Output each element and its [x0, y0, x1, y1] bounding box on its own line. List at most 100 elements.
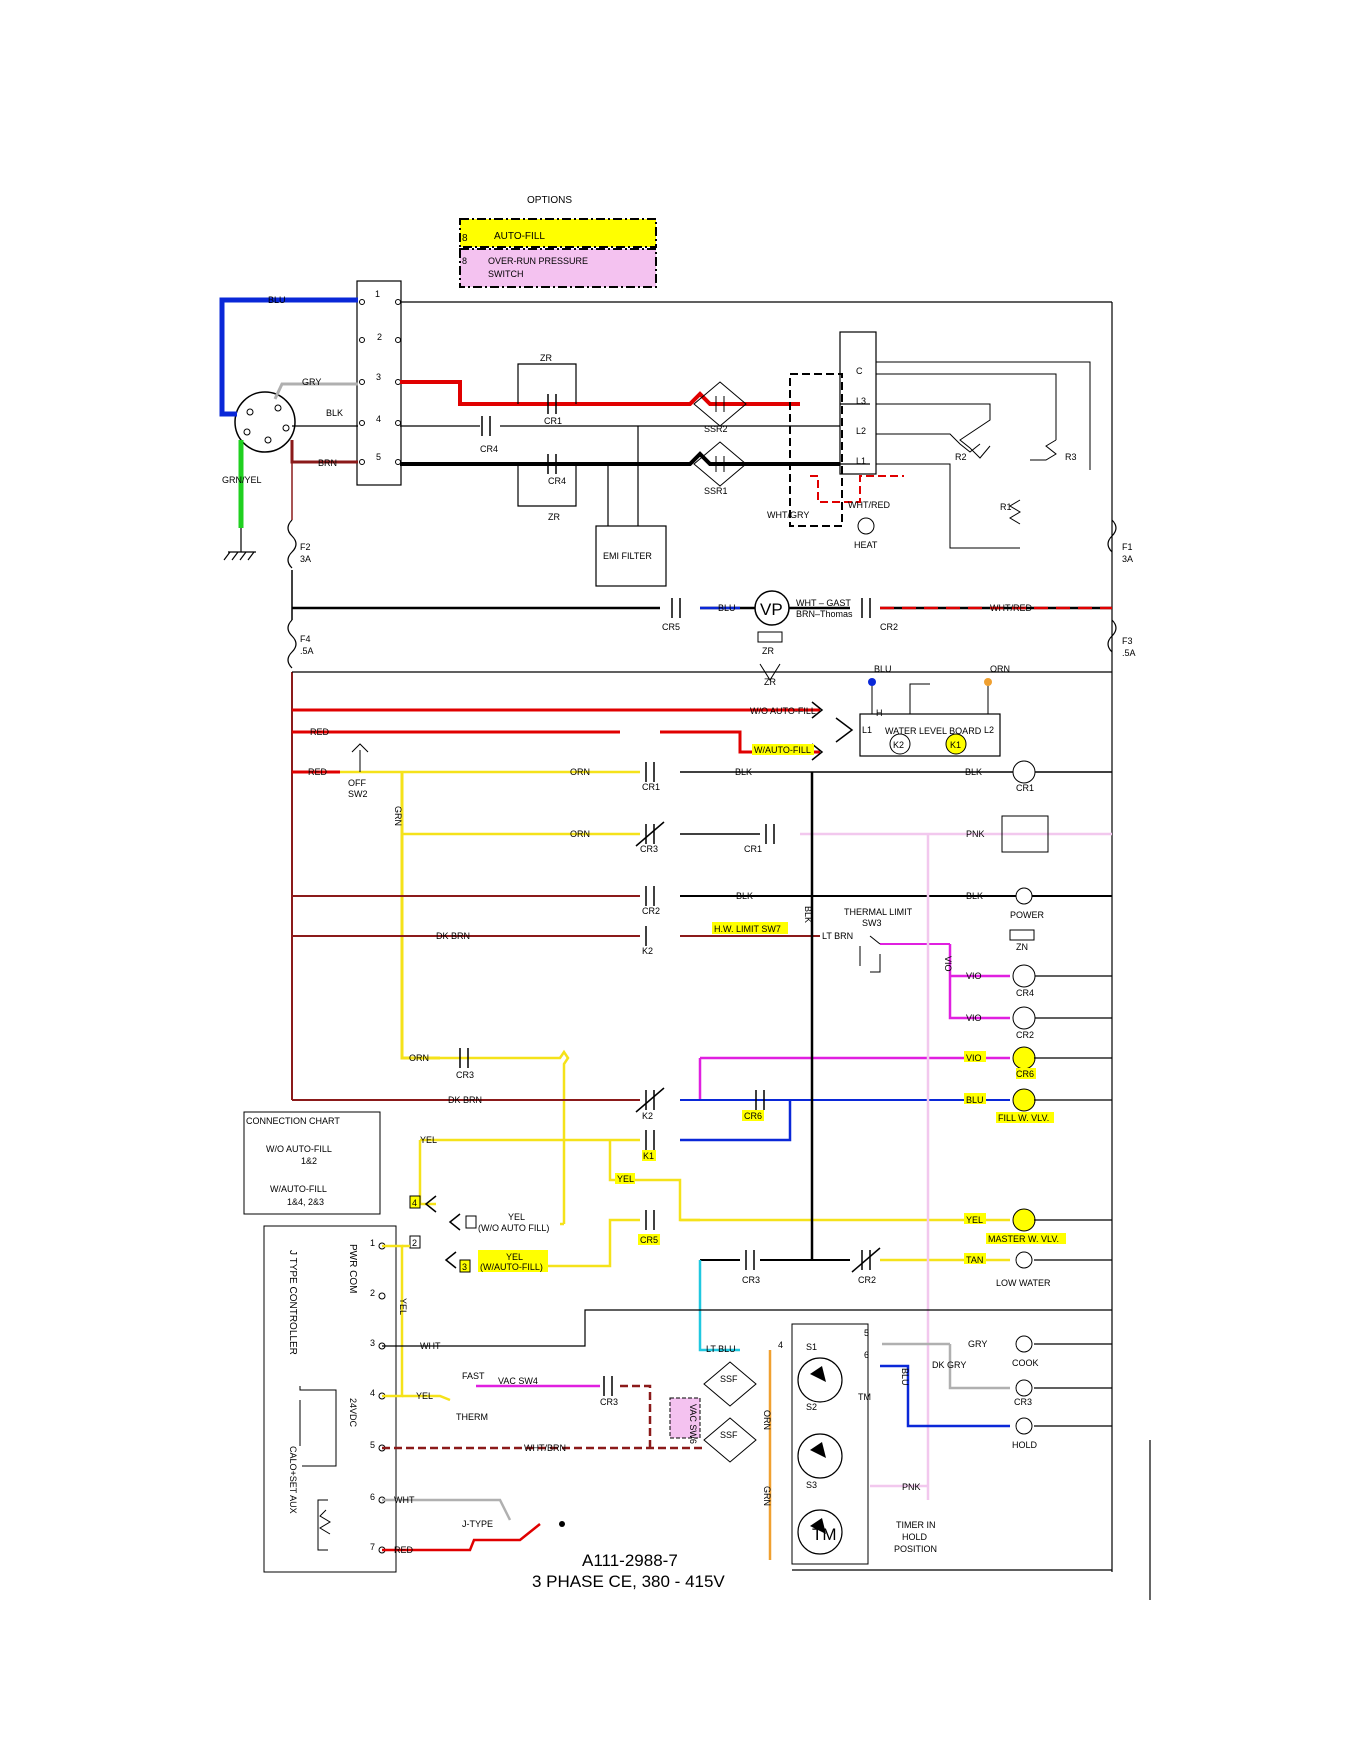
tm-label: TM — [812, 1525, 837, 1544]
wire-wht-gast: WHT – GAST — [796, 598, 851, 608]
heater-thin-wires — [400, 363, 870, 587]
ssf2-label: SSF — [720, 1374, 738, 1384]
hwlimit-row — [292, 935, 950, 945]
k2-coil — [889, 733, 911, 755]
cr2-power-label: CR2 — [642, 906, 660, 916]
wire-vio1: VIO — [966, 971, 982, 981]
fuse-f4 — [287, 619, 297, 669]
cr4-coil-label: CR4 — [1016, 988, 1034, 998]
f3-label: F3 — [1122, 636, 1133, 646]
zn-icon — [1009, 929, 1035, 941]
vac-sw4-label: VAC SW4 — [498, 1376, 538, 1386]
s3-label: S3 — [806, 1480, 817, 1490]
cr2-pump-label: CR2 — [880, 622, 898, 632]
cr6-bg — [742, 1110, 764, 1121]
contact-cr1-main — [645, 762, 655, 782]
wire-dkbrn2: DK BRN — [448, 1095, 482, 1105]
jtype-label: J-TYPE — [462, 1519, 493, 1529]
heater-wiring — [400, 380, 840, 466]
wire-red1: RED — [310, 727, 330, 737]
connector-4 — [409, 1195, 437, 1213]
wire-blk-v: BLK — [803, 906, 813, 923]
coil-outputs-1 — [1034, 1057, 1112, 1101]
emi-filter: EMI FILTER — [603, 551, 652, 561]
f2-label: F2 — [300, 542, 311, 552]
ct-5: 5 — [370, 1440, 375, 1450]
vac-sw-label: VAC SW6 — [688, 1404, 698, 1444]
contact-cr3-vac — [603, 1376, 613, 1396]
low-water-label: LOW WATER — [996, 1278, 1051, 1288]
cr1-coil-label: CR1 — [1016, 783, 1034, 793]
r2-label: R2 — [955, 452, 967, 462]
wire-blu-label: BLU — [268, 295, 286, 305]
fill-valve-icon — [1012, 1088, 1036, 1112]
power-label: POWER — [1010, 910, 1045, 920]
right-rail — [400, 301, 1151, 1600]
wire-grn-v2: GRN — [762, 1486, 772, 1506]
contact-k2-nc — [635, 1087, 665, 1113]
yellow-trunk — [400, 772, 440, 1060]
cr5-bg — [638, 1234, 660, 1245]
k1-label: K1 — [950, 740, 961, 750]
cr1-main-label: CR1 — [642, 782, 660, 792]
zr-row-symbol — [759, 663, 781, 681]
vp-label: VP — [760, 600, 783, 619]
contact-cr3-low — [745, 1250, 755, 1270]
wire-yel-ctrl: YEL — [416, 1391, 433, 1401]
wire-orn3: ORN — [409, 1053, 429, 1063]
wire-whtred-pump: WHT/RED — [990, 603, 1032, 613]
fill-arrows — [811, 701, 854, 761]
conn-chart-line2: 1&2 — [301, 1156, 317, 1166]
w-autofill-label: W/AUTO-FILL — [754, 745, 811, 755]
connector-3 — [444, 1251, 471, 1273]
zr-bottom: ZR — [548, 512, 560, 522]
probe-orn — [984, 678, 992, 686]
wire-tan: TAN — [966, 1255, 983, 1265]
ssf-1 — [703, 1417, 757, 1463]
f1-amp: 3A — [1122, 554, 1133, 564]
wire-red2: RED — [308, 767, 328, 777]
heater-elements — [876, 361, 1091, 549]
hold-lamp-icon — [1015, 1417, 1033, 1435]
contact-cr1-heat — [547, 394, 557, 414]
wire-orn-v: ORN — [762, 1410, 772, 1430]
option-overrun-2: SWITCH — [488, 269, 524, 279]
controller-box — [263, 1225, 397, 1573]
ht-l2: L2 — [856, 426, 866, 436]
yel-out-bg — [964, 1213, 986, 1224]
options-legend — [459, 218, 657, 288]
fuse-f1 — [1107, 519, 1117, 553]
cr2-coil-label: CR2 — [1016, 1030, 1034, 1040]
conn-chart-line3: W/AUTO-FILL — [270, 1184, 327, 1194]
timer-in-3: POSITION — [894, 1544, 937, 1554]
vio-outputs — [1034, 975, 1112, 1019]
vio3-bg — [964, 1051, 986, 1062]
timer-wires — [870, 1342, 1010, 1488]
off-switch-sw2 — [351, 743, 369, 772]
heat-lamp-icon — [857, 517, 875, 535]
wire-blk-cr1: BLK — [735, 767, 752, 777]
connector-2-label: 2 — [412, 1238, 417, 1248]
controller-title: J TYPE CONTROLLER — [287, 1250, 298, 1355]
ht-l1: L1 — [856, 456, 866, 466]
conn-chart-title: CONNECTION CHART — [246, 1116, 340, 1126]
timer-in-1: TIMER IN — [896, 1520, 936, 1530]
wire-grn-v: GRN — [393, 806, 403, 826]
cr5-label: CR5 — [640, 1235, 658, 1245]
vio-rows — [948, 944, 1010, 1020]
tan-bg — [964, 1253, 986, 1264]
wo-autofill-label: W/O AUTO-FILL — [750, 706, 816, 716]
controller-terminals — [378, 1242, 386, 1554]
k1-row — [418, 1100, 792, 1222]
ssf1-label: SSF — [720, 1430, 738, 1440]
fuse-f3 — [1107, 619, 1117, 653]
wire-vio-v: VIO — [943, 956, 953, 972]
cr3-coil2-label: CR3 — [1014, 1397, 1032, 1407]
thermal-limit-switch — [859, 935, 881, 973]
contact-cr1-pnk — [765, 824, 775, 844]
contact-cr6 — [755, 1090, 765, 1110]
wire-yel1: YEL — [420, 1135, 437, 1145]
vac-sw-box — [669, 1397, 701, 1439]
low-water-lamp-icon — [1015, 1251, 1033, 1269]
